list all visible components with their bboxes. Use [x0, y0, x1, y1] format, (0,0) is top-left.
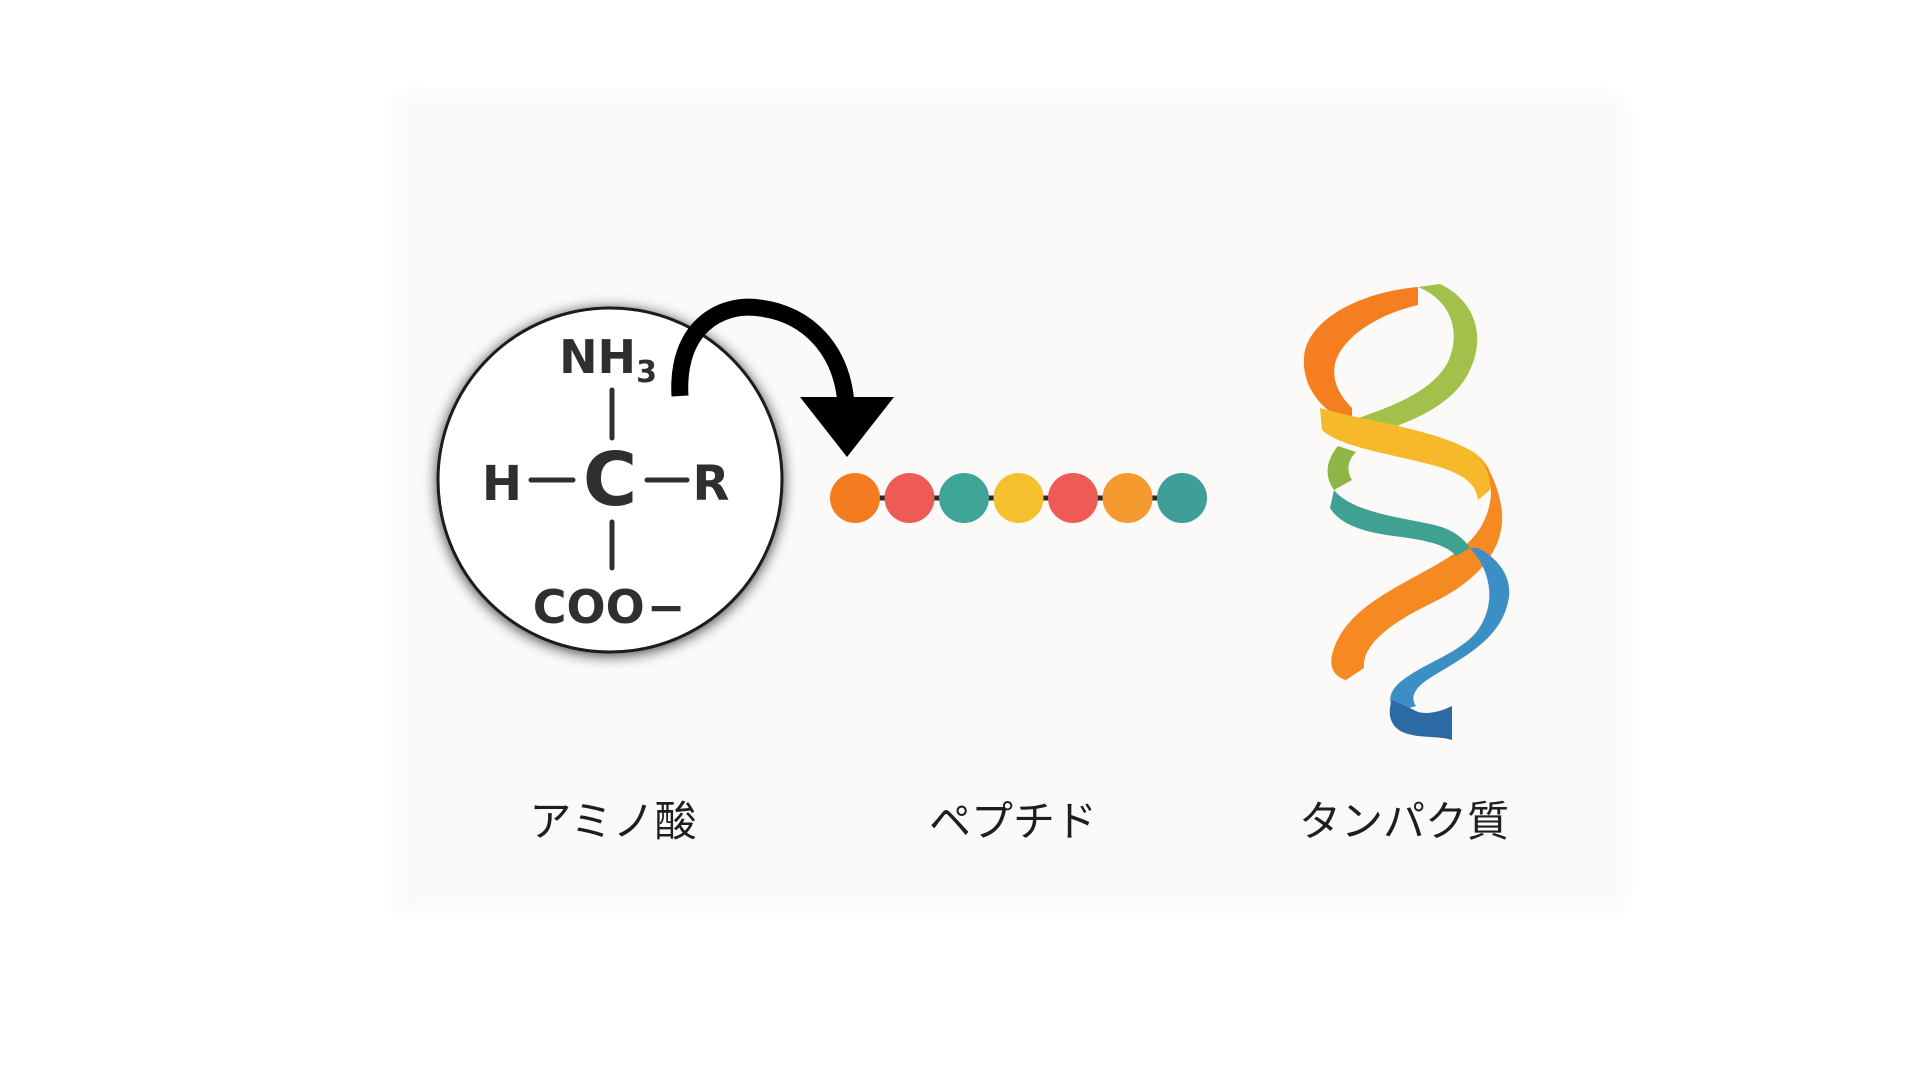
- carboxyl-group-label: COO−: [533, 580, 686, 634]
- ribbon-segment: [1327, 446, 1356, 490]
- ribbon-segment: [1331, 450, 1503, 680]
- amino-acid-structure: NH3 C H R COO−: [436, 306, 784, 654]
- ribbon-segment: [1303, 287, 1418, 424]
- peptide-bead-5: [1048, 473, 1098, 523]
- hydrogen-label: H: [482, 456, 522, 512]
- protein-caption: タンパク質: [1299, 797, 1509, 846]
- side-chain-label: R: [693, 456, 730, 512]
- peptide-bead-3: [939, 473, 989, 523]
- amino-group-label: NH3: [559, 330, 657, 390]
- peptide-caption: ペプチド: [929, 797, 1097, 846]
- ribbon-segment: [1330, 490, 1470, 556]
- protein-helix-ribbon-icon: [1303, 284, 1510, 740]
- peptide-bead-2: [884, 473, 935, 523]
- ribbon-segment: [1389, 700, 1452, 740]
- ribbon-segment: [1342, 284, 1478, 440]
- peptide-chain: [830, 473, 1207, 523]
- peptide-bead-6: [1102, 473, 1153, 523]
- peptide-bead-1: [830, 473, 880, 523]
- curved-arrow-icon: [671, 298, 894, 457]
- center-carbon-label: C: [583, 437, 637, 523]
- ribbon-segment: [1320, 408, 1492, 500]
- ribbon-segment: [1390, 548, 1510, 712]
- peptide-bead-4: [993, 473, 1044, 523]
- peptide-bead-7: [1157, 473, 1207, 523]
- amino-acid-caption: アミノ酸: [529, 797, 696, 846]
- amino-acid-circle: [436, 306, 784, 654]
